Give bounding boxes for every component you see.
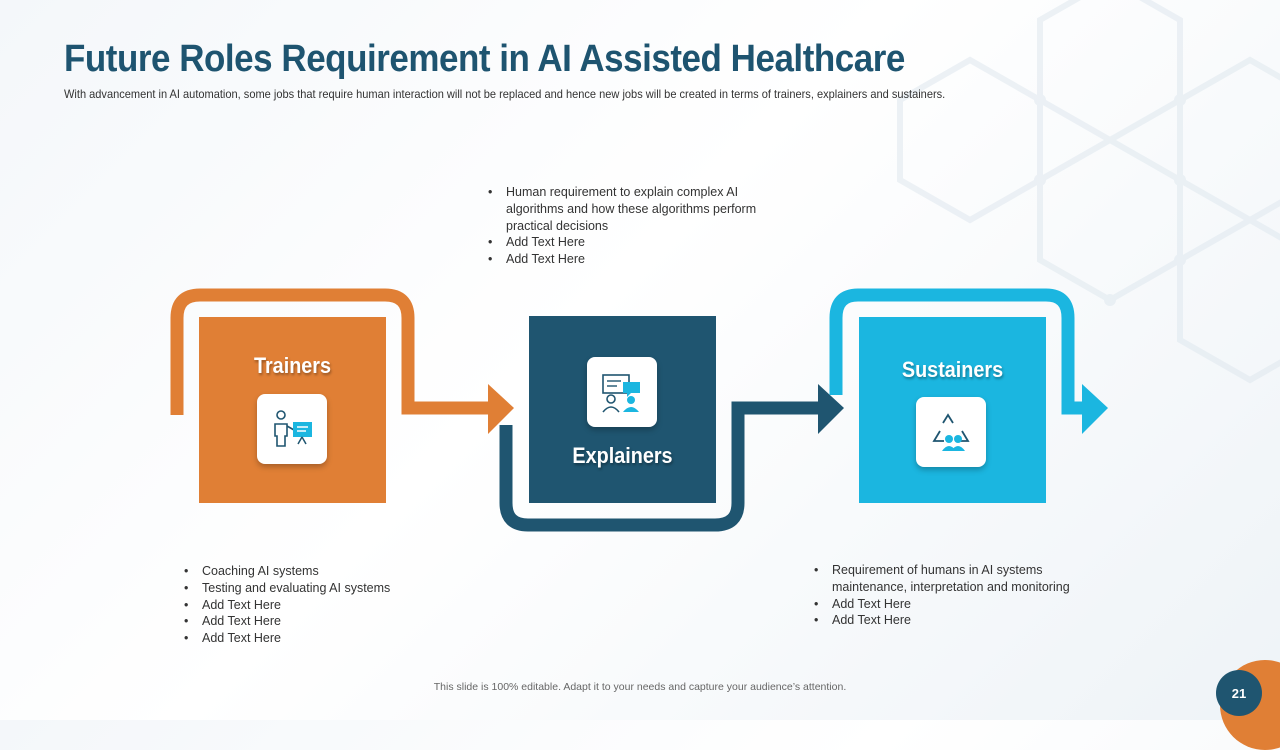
list-item: Add Text Here bbox=[486, 251, 786, 268]
list-item: Add Text Here bbox=[812, 596, 1092, 613]
sustainers-arrowhead bbox=[1082, 384, 1108, 434]
trainers-icon-card bbox=[257, 394, 327, 464]
list-item: Add Text Here bbox=[182, 630, 442, 647]
explainers-label: Explainers bbox=[572, 443, 673, 468]
list-item: Human requirement to explain complex AI … bbox=[486, 184, 786, 234]
sustainers-box: Sustainers bbox=[859, 317, 1046, 503]
recycle-people-icon bbox=[932, 413, 970, 451]
sustainers-label: Sustainers bbox=[901, 357, 1004, 382]
sustainers-icon-card bbox=[916, 397, 986, 467]
list-item: Testing and evaluating AI systems bbox=[182, 580, 442, 597]
page-number-badge: 21 bbox=[1216, 670, 1262, 716]
trainers-arrow bbox=[170, 288, 490, 415]
sustainers-arrow bbox=[829, 288, 1082, 415]
list-item: Add Text Here bbox=[812, 612, 1092, 629]
explainers-arrow bbox=[499, 401, 820, 532]
page-subtitle: With advancement in AI automation, some … bbox=[64, 87, 946, 101]
footer-note: This slide is 100% editable. Adapt it to… bbox=[433, 681, 847, 693]
explainers-box: Explainers bbox=[529, 316, 716, 503]
explainers-icon-card bbox=[587, 357, 657, 427]
page-title: Future Roles Requirement in AI Assisted … bbox=[64, 38, 905, 80]
trainers-label: Trainers bbox=[253, 353, 332, 378]
list-item: Coaching AI systems bbox=[182, 563, 442, 580]
sustainers-bullets: Requirement of humans in AI systems main… bbox=[812, 562, 1092, 629]
trainers-box: Trainers bbox=[199, 317, 386, 503]
trainers-arrowhead bbox=[488, 384, 514, 434]
list-item: Requirement of humans in AI systems main… bbox=[812, 562, 1092, 596]
presentation-chat-icon bbox=[602, 374, 640, 413]
list-item: Add Text Here bbox=[182, 613, 442, 630]
list-item: Add Text Here bbox=[486, 234, 786, 251]
flow-connectors bbox=[170, 288, 1108, 532]
explainers-arrowhead bbox=[818, 384, 844, 434]
explainers-bullets: Human requirement to explain complex AI … bbox=[486, 184, 786, 268]
list-item: Add Text Here bbox=[182, 597, 442, 614]
presenter-board-icon bbox=[274, 410, 312, 447]
trainers-bullets: Coaching AI systems Testing and evaluati… bbox=[182, 563, 442, 647]
hexagon-background bbox=[897, 0, 1280, 384]
